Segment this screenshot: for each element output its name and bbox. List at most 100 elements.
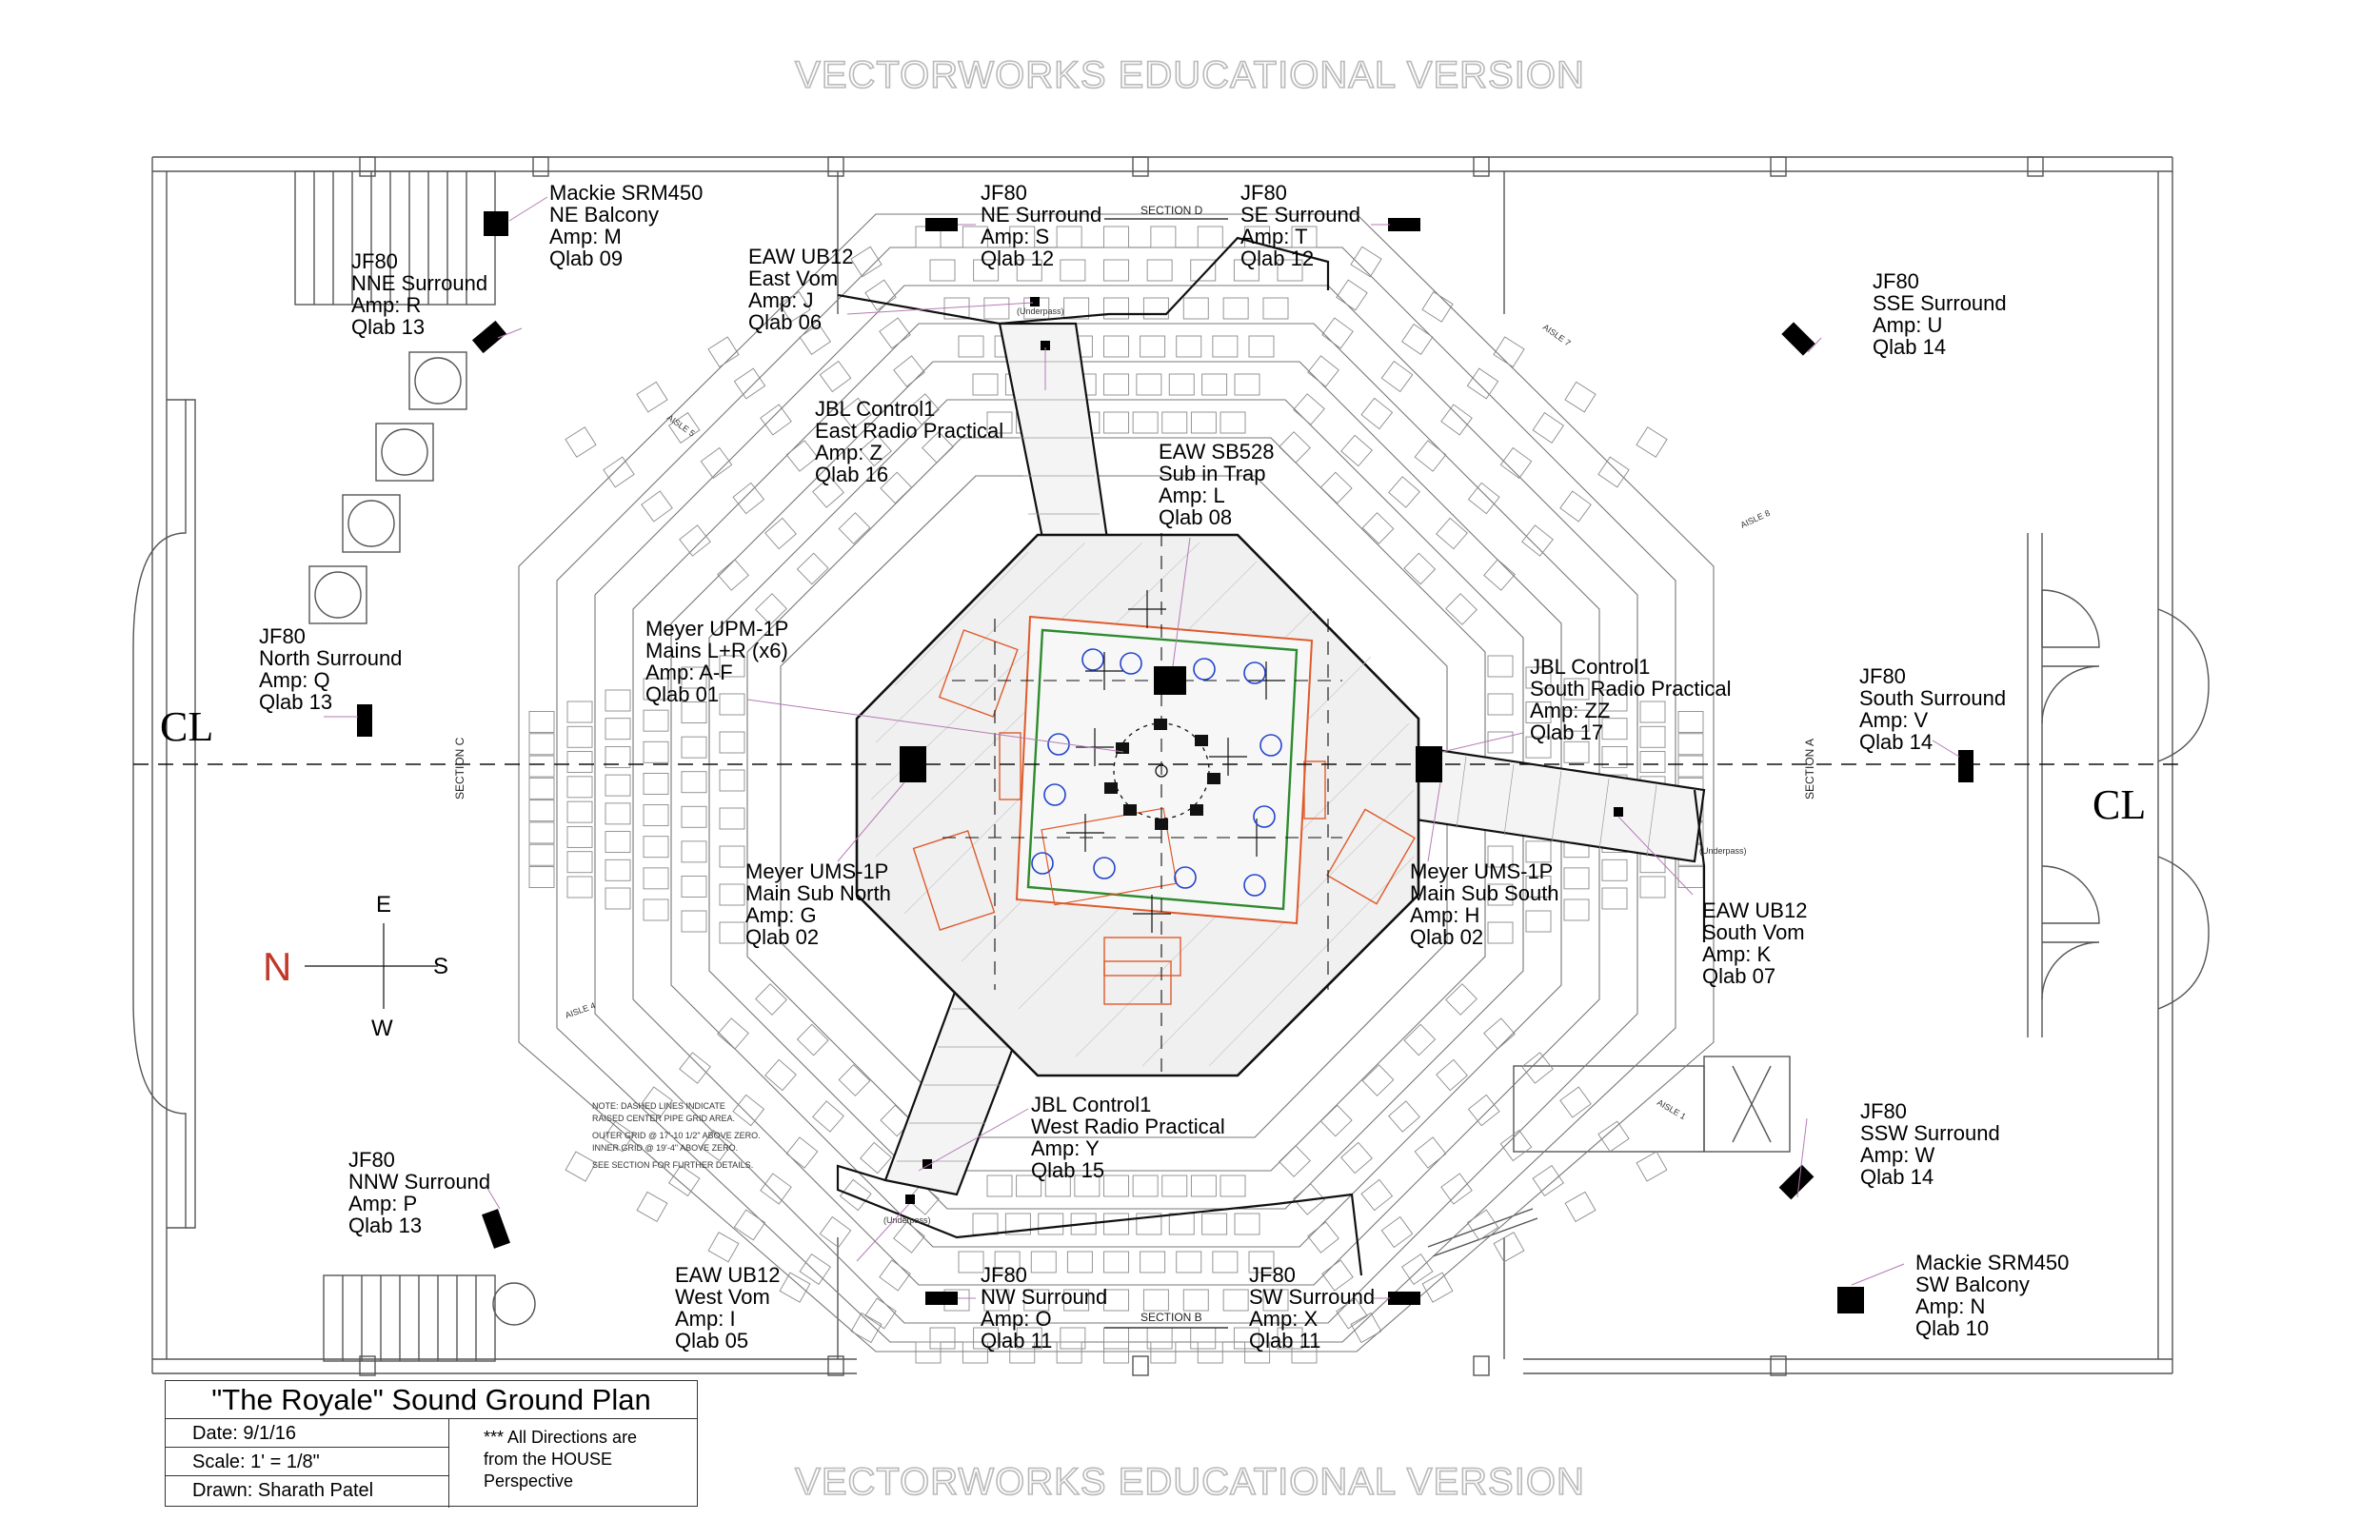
seat: [719, 807, 745, 830]
seat: [719, 731, 745, 754]
seat: [1220, 411, 1246, 434]
note-line-3: OUTER GRID @ 17'-10 1/2" ABOVE ZERO.: [592, 1131, 761, 1140]
seat: [1639, 876, 1666, 898]
speaker-label-line: Qlab 11: [981, 1329, 1052, 1352]
seat: [643, 740, 669, 763]
compass-south: S: [433, 954, 448, 979]
speaker-label-line: NE Balcony: [549, 203, 659, 227]
speaker-label-line: Main Sub South: [1410, 881, 1559, 905]
section-b-label: SECTION B: [1140, 1311, 1202, 1324]
seat: [1636, 1151, 1668, 1182]
seat: [1525, 875, 1552, 898]
speaker-label-line: JF80: [1249, 1263, 1296, 1287]
seat: [717, 559, 749, 591]
seat: [986, 411, 1013, 434]
title-block-title: "The Royale" Sound Ground Plan: [166, 1381, 697, 1419]
speaker-label-line: JBL Control1: [815, 397, 935, 421]
seat: [839, 1178, 872, 1212]
seat: [1234, 373, 1260, 396]
seat: [864, 279, 897, 311]
seat: [1277, 1327, 1303, 1350]
seat: [681, 736, 707, 759]
seat: [1233, 259, 1259, 282]
seat: [1248, 1251, 1275, 1273]
title-block-date: Date: 9/1/16: [166, 1419, 449, 1448]
seat: [1030, 1251, 1057, 1273]
underpass-label-east: (Underpass): [1017, 306, 1064, 316]
seat: [719, 883, 745, 906]
speaker-label-line: Amp: W: [1860, 1143, 1934, 1167]
section-c-label: SECTION C: [453, 737, 466, 800]
seat: [1142, 1289, 1169, 1312]
seat: [1132, 1175, 1159, 1197]
title-block: "The Royale" Sound Ground Plan Date: 9/1…: [165, 1380, 698, 1508]
speaker-label-line: JF80: [348, 1148, 395, 1172]
seat: [1197, 1341, 1223, 1364]
seat: [860, 1141, 892, 1175]
speaker-label-line: JF80: [1859, 664, 1906, 688]
speaker-label-line: Amp: Y: [1031, 1136, 1100, 1160]
vom-walls: [836, 236, 1706, 1276]
seating-rings: [518, 213, 1715, 1352]
speaker-label-line: SW Balcony: [1915, 1273, 2030, 1296]
seat: [1445, 983, 1478, 1016]
seat: [1380, 1215, 1414, 1249]
seat: [1161, 1175, 1188, 1197]
seat: [1525, 840, 1552, 863]
seat: [1136, 373, 1162, 396]
speaker-label-line: Qlab 02: [745, 925, 819, 949]
speaker-label-line: Qlab 15: [1031, 1158, 1104, 1182]
seat: [860, 434, 892, 467]
speaker-label-line: Qlab 05: [675, 1329, 748, 1352]
seat: [907, 1183, 940, 1215]
seat: [1636, 426, 1668, 458]
seat: [1056, 1341, 1082, 1364]
seat: [764, 1058, 797, 1092]
seat: [681, 666, 707, 689]
seat: [1321, 1259, 1354, 1292]
seat: [1103, 1175, 1129, 1197]
seat: [1262, 297, 1289, 320]
seat: [779, 1272, 811, 1303]
speaker-label-line: JF80: [1240, 181, 1287, 205]
seat: [1103, 411, 1129, 434]
seat: [733, 1209, 766, 1241]
speaker-label-line: Qlab 07: [1702, 964, 1775, 988]
seat: [1483, 559, 1516, 591]
seat: [1601, 689, 1628, 712]
speaker-label-line: Amp: S: [981, 225, 1049, 248]
seat: [566, 800, 593, 823]
seat: [566, 701, 593, 723]
seat: [1360, 1178, 1394, 1212]
seat: [1532, 412, 1564, 444]
seat: [1182, 1289, 1209, 1312]
seat: [1466, 1209, 1499, 1241]
seat: [681, 771, 707, 794]
speaker-label-line: Qlab 12: [1240, 247, 1314, 270]
seat: [1525, 910, 1552, 933]
seat: [681, 910, 707, 933]
seat: [643, 867, 669, 890]
seat: [1103, 1213, 1129, 1235]
seat: [1023, 1289, 1050, 1312]
seat: [1563, 867, 1590, 890]
seat: [528, 733, 555, 756]
speaker-symbols: [357, 211, 1973, 1313]
seat: [1016, 1327, 1042, 1350]
speaker-label-line: West Vom: [675, 1285, 770, 1309]
speaker-label-line: SSE Surround: [1873, 291, 2007, 315]
seat: [1525, 666, 1552, 689]
speaker-label-line: Qlab 16: [815, 463, 888, 486]
speaker-label-line: Qlab 11: [1249, 1329, 1320, 1352]
seat: [1677, 733, 1704, 756]
seat: [929, 1327, 956, 1350]
title-block-note-line: from the HOUSE: [484, 1450, 613, 1469]
seat: [1487, 883, 1514, 906]
seat: [1063, 297, 1090, 320]
